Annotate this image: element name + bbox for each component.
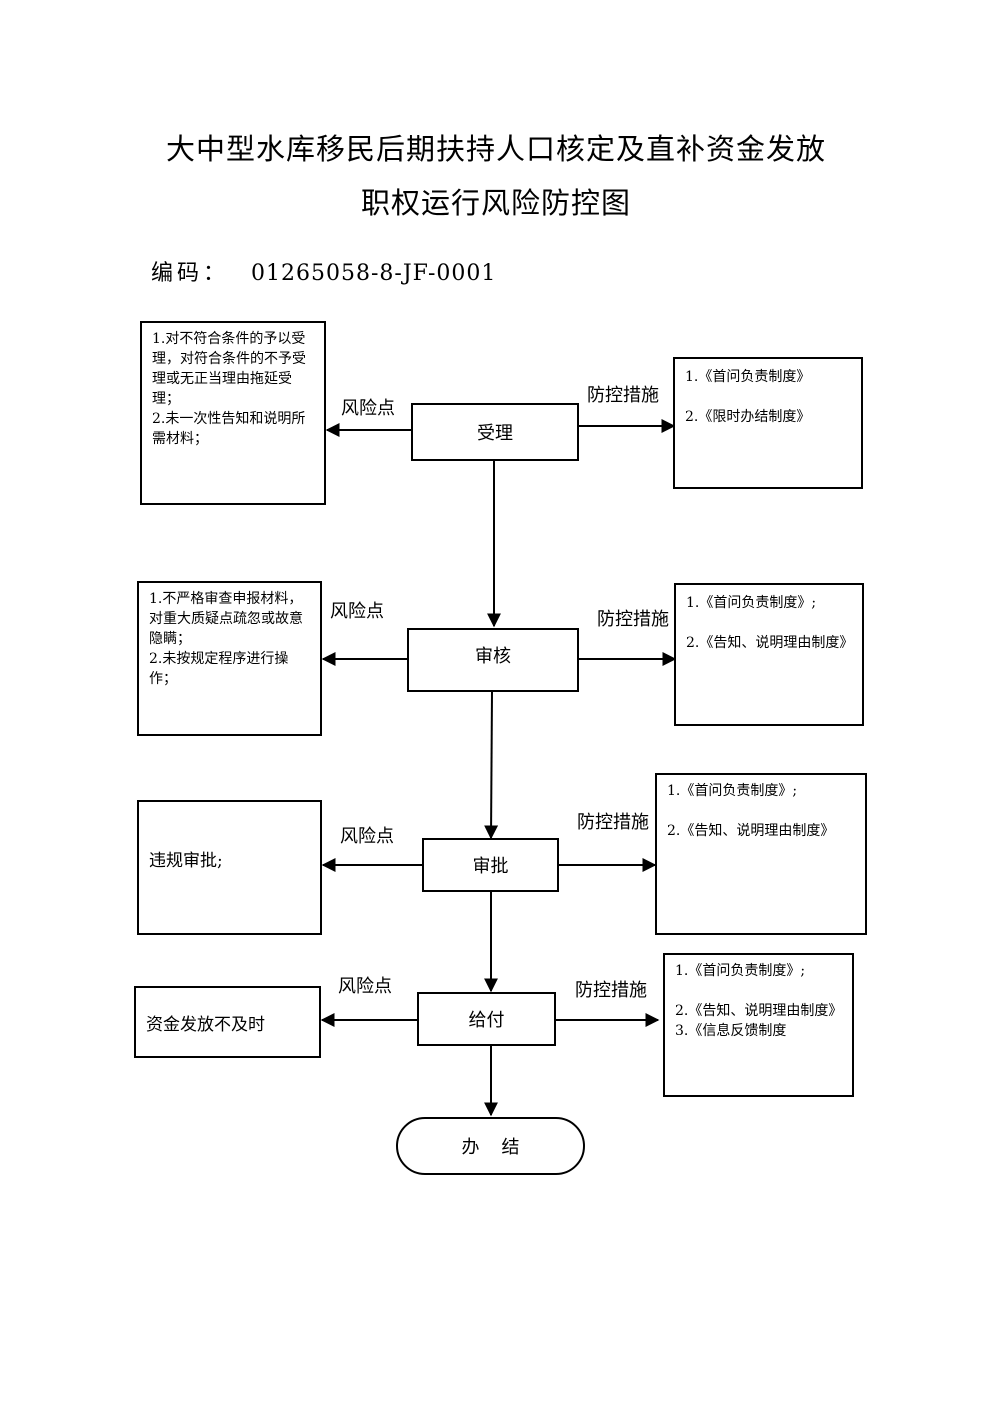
risk-box-2: 1.不严格审查申报材料，对重大质疑点疏忽或故意隐瞒； 2.未按规定程序进行操作；	[137, 581, 322, 736]
risk-box-3: 违规审批;	[137, 800, 322, 935]
title-line-2: 职权运行风险防控图	[360, 186, 631, 220]
end-terminal: 办结	[396, 1117, 585, 1175]
risk-label-4: 风险点	[338, 976, 392, 997]
measure-label-3: 防控措施	[577, 812, 649, 833]
step-box-1: 受理	[411, 403, 579, 461]
title-line-1: 大中型水库移民后期扶持人口核定及直补资金发放	[165, 132, 826, 166]
measure-box-4: 1.《首问负责制度》; 2.《告知、说明理由制度》 3.《信息反馈制度	[663, 953, 854, 1097]
step-box-2: 审核	[407, 628, 579, 692]
arrow-s2-to-s3	[484, 691, 499, 840]
risk-box-4: 资金发放不及时	[134, 986, 321, 1058]
measure-box-2: 1.《首问负责制度》; 2.《告知、说明理由制度》	[674, 583, 864, 726]
step-box-4: 给付	[417, 992, 556, 1046]
code-label: 编码：	[151, 261, 230, 286]
risk-label-2: 风险点	[330, 601, 384, 622]
measure-box-3: 1.《首问负责制度》; 2.《告知、说明理由制度》	[655, 773, 867, 935]
risk-box-1: 1.对不符合条件的予以受理，对符合条件的不予受理或无正当理由拖延受理； 2.未一…	[140, 321, 326, 505]
document-code: 编码： 01265058-8-JF-0001	[151, 255, 496, 287]
risk-label-3: 风险点	[340, 826, 394, 847]
step-box-3: 审批	[422, 838, 559, 892]
risk-label-1: 风险点	[341, 398, 395, 419]
measure-box-1: 1.《首问负责制度》 2.《限时办结制度》	[673, 357, 863, 489]
measure-label-4: 防控措施	[575, 980, 647, 1001]
measure-label-2: 防控措施	[597, 609, 669, 630]
measure-label-1: 防控措施	[587, 385, 659, 406]
code-value: 01265058-8-JF-0001	[251, 261, 497, 286]
